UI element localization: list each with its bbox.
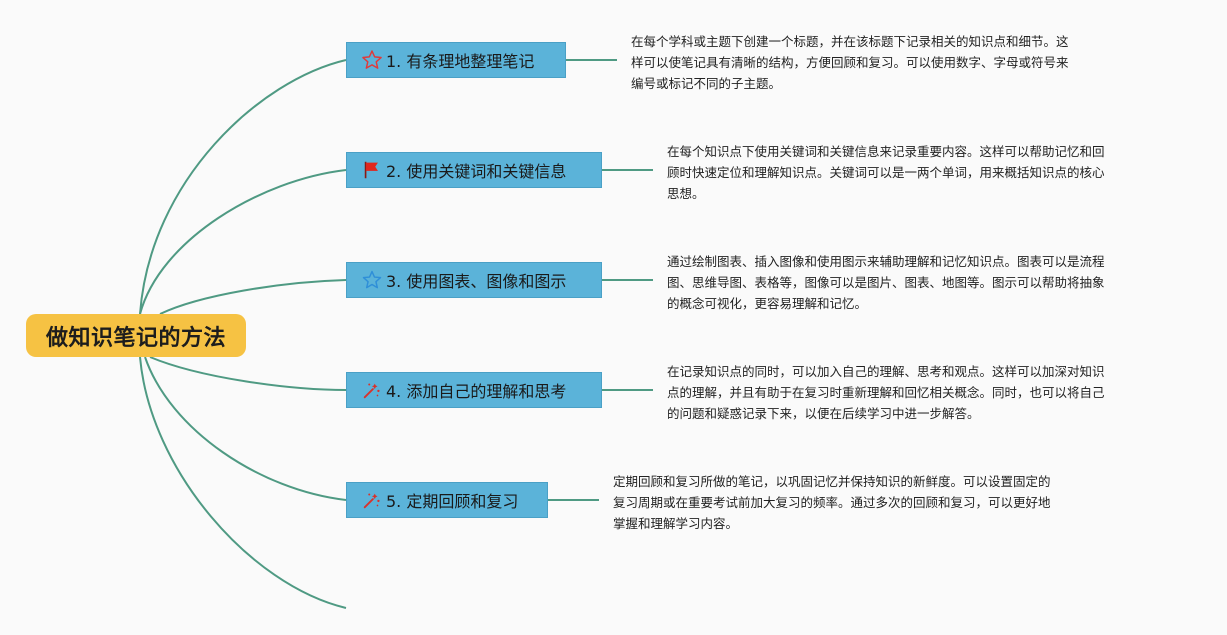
note-line: 定期回顾和复习所做的笔记，以巩固记忆并保持知识的新鲜度。可以设置固定的 [613, 474, 1051, 489]
topic-1[interactable]: 1. 有条理地整理笔记 [346, 42, 566, 78]
note-line: 思想。 [667, 186, 705, 201]
sparkle-wand-icon [361, 379, 383, 401]
branch-to-topic-3 [159, 279, 347, 315]
note-5: 定期回顾和复习所做的笔记，以巩固记忆并保持知识的新鲜度。可以设置固定的 复习周期… [613, 471, 1051, 534]
topic-5[interactable]: 5. 定期回顾和复习 [346, 482, 548, 518]
note-line: 编号或标记不同的子主题。 [631, 76, 782, 91]
topic-3[interactable]: 3. 使用图表、图像和图示 [346, 262, 602, 298]
branch-to-topic-4 [149, 356, 347, 391]
note-line: 顾时快速定位和理解知识点。关键词可以是一两个单词，用来概括知识点的核心 [667, 165, 1105, 180]
note-line: 在记录知识点的同时，可以加入自己的理解、思考和观点。这样可以加深对知识 [667, 364, 1105, 379]
note-line: 样可以使笔记具有清晰的结构，方便回顾和复习。可以使用数字、字母或符号来 [631, 55, 1069, 70]
topic-2[interactable]: 2. 使用关键词和关键信息 [346, 152, 602, 188]
topic-3-label: 3. 使用图表、图像和图示 [386, 272, 567, 291]
branch-extra [139, 356, 347, 609]
red-flag-icon [361, 159, 383, 181]
note-line: 通过绘制图表、插入图像和使用图示来辅助理解和记忆知识点。图表可以是流程 [667, 254, 1105, 269]
topic-4[interactable]: 4. 添加自己的理解和思考 [346, 372, 602, 408]
branch-to-topic-5 [144, 356, 347, 501]
root-topic[interactable]: 做知识笔记的方法 [26, 314, 246, 357]
root-topic-label: 做知识笔记的方法 [45, 325, 226, 351]
note-line: 在每个学科或主题下创建一个标题，并在该标题下记录相关的知识点和细节。这 [631, 34, 1069, 49]
note-1: 在每个学科或主题下创建一个标题，并在该标题下记录相关的知识点和细节。这 样可以使… [631, 31, 1069, 94]
topic-2-label: 2. 使用关键词和关键信息 [386, 162, 567, 181]
star-outline-icon [361, 49, 383, 71]
branch-to-topic-1 [139, 59, 347, 315]
note-4: 在记录知识点的同时，可以加入自己的理解、思考和观点。这样可以加深对知识 点的理解… [667, 361, 1105, 424]
note-3: 通过绘制图表、插入图像和使用图示来辅助理解和记忆知识点。图表可以是流程 图、思维… [667, 251, 1105, 314]
note-line: 在每个知识点下使用关键词和关键信息来记录重要内容。这样可以帮助记忆和回 [667, 144, 1105, 159]
topic-1-label: 1. 有条理地整理笔记 [386, 52, 535, 71]
note-line: 图、思维导图、表格等，图像可以是图片、图表、地图等。图示可以帮助将抽象 [667, 275, 1105, 290]
topic-4-label: 4. 添加自己的理解和思考 [386, 382, 567, 401]
note-line: 复习周期或在重要考试前加大复习的频率。通过多次的回顾和复习，可以更好地 [613, 495, 1051, 510]
note-line: 的概念可视化，更容易理解和记忆。 [667, 296, 868, 311]
topic-5-label: 5. 定期回顾和复习 [386, 492, 519, 511]
note-line: 点的理解，并且有助于在复习时重新理解和回忆相关概念。同时，也可以将自己 [667, 385, 1105, 400]
blue-star-icon [361, 269, 383, 291]
note-line: 掌握和理解学习内容。 [613, 516, 739, 531]
note-2: 在每个知识点下使用关键词和关键信息来记录重要内容。这样可以帮助记忆和回 顾时快速… [667, 141, 1105, 204]
note-line: 的问题和疑惑记录下来，以便在后续学习中进一步解答。 [667, 406, 980, 421]
sparkle-wand-icon [361, 489, 383, 511]
branch-to-topic-2 [139, 169, 347, 315]
